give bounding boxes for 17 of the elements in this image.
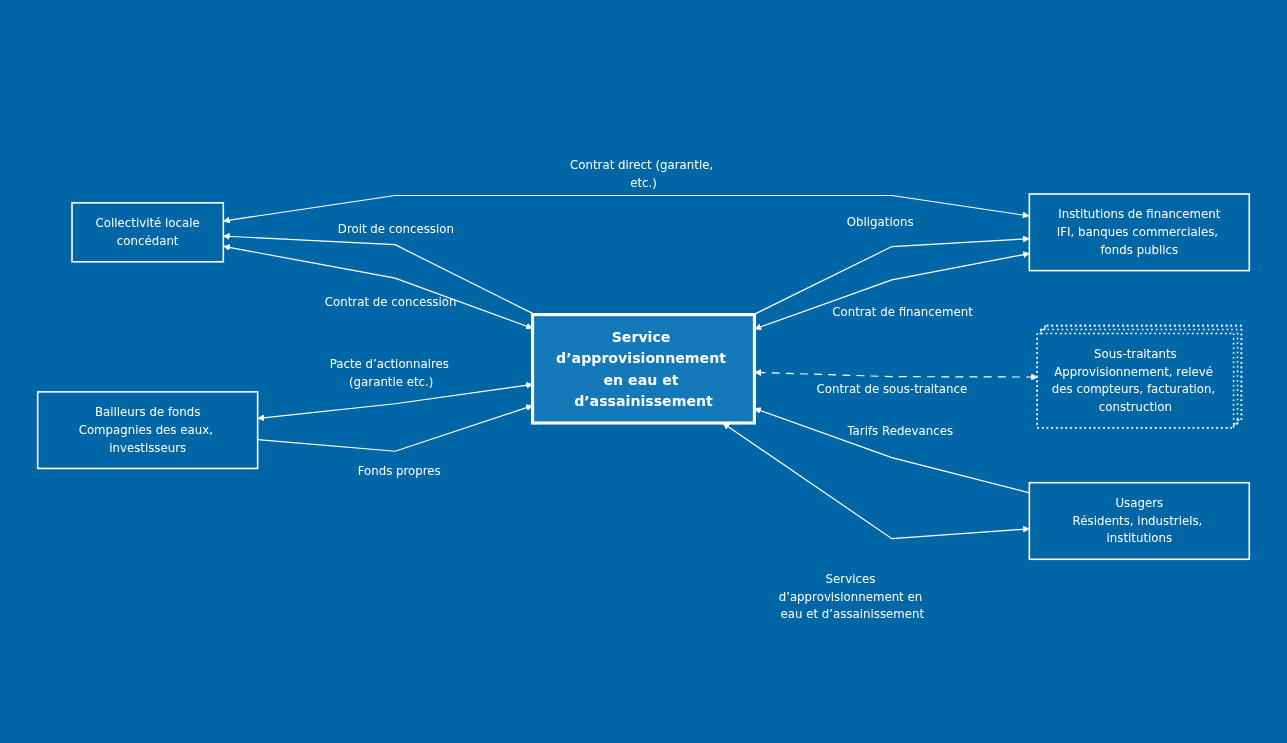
edge-label: Obligations xyxy=(846,215,914,230)
edge-label: Pacte d’actionnaires (garantie etc.) xyxy=(329,356,450,389)
node-box: Bailleurs de fonds Compagnies des eaux, investisseurs xyxy=(36,391,259,470)
edge-label: Tarifs Redevances xyxy=(847,423,954,438)
edge-label: Droit de concession xyxy=(337,221,454,236)
node-box: Institutions de financement IFI, banques commerciales, fonds publics xyxy=(1028,193,1251,272)
edge-label: Contrat de sous-traitance xyxy=(816,382,968,397)
edge-label: Contrat de financement xyxy=(832,305,973,320)
edge-label: Contrat de concession xyxy=(324,294,457,310)
edge-label: Fonds propres xyxy=(357,464,441,479)
edge-label: Contrat direct (garantie, etc.) xyxy=(570,157,714,190)
arrow xyxy=(223,194,1030,224)
arrow xyxy=(753,235,1030,316)
node-box: Service d’approvisionnement en eau et d’assainissement xyxy=(530,313,757,425)
node-box: Usagers Résidents, industriels, institutions xyxy=(1028,481,1251,561)
edge-label: Services d’approvisionnement en eau et d’assainissement xyxy=(778,571,925,622)
node-box: Collectivité locale concédant xyxy=(71,202,225,263)
